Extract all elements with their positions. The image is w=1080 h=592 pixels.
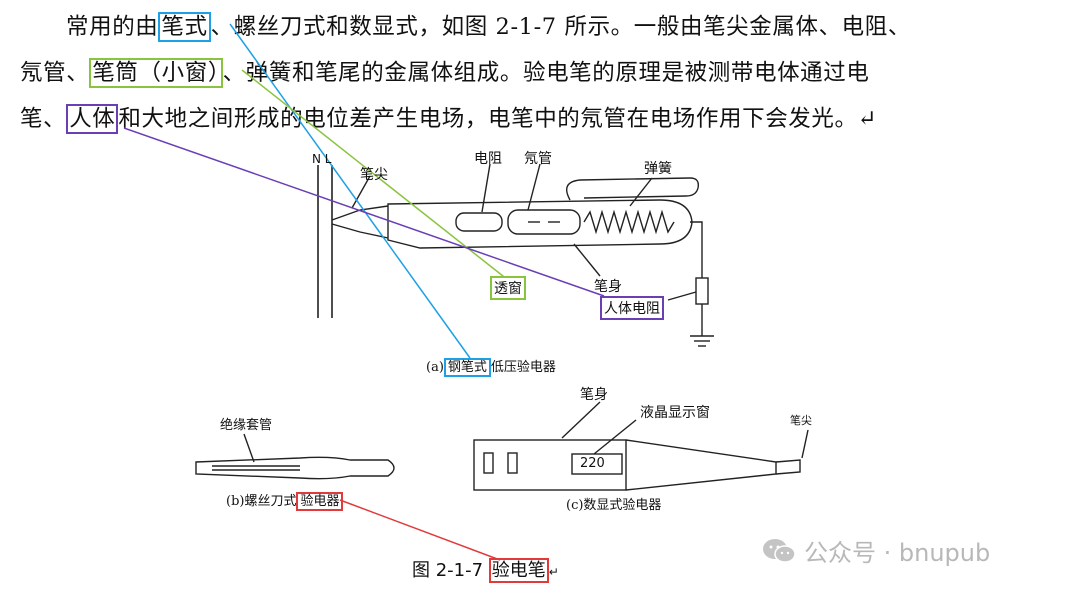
caption-figure-b: (b)螺丝刀式验电器 [226,490,344,511]
label-insulating-sleeve: 绝缘套管 [220,418,273,433]
lcd-value: 220 [580,456,605,471]
label-pen-tip: 笔尖 [360,167,388,183]
label-pen-body: 笔身 [594,279,622,295]
paragraph-line-1: 常用的由笔式、螺丝刀式和数显式，如图 2-1-7 所示。一般由笔尖金属体、电阻、 [66,12,911,42]
paragraph-line-2: 氖管、笔筒（小窗）、弹簧和笔尾的金属体组成。验电笔的原理是被测带电体通过电 [20,58,870,88]
label-neon-tube: 氖管 [524,151,552,167]
label-window: 透窗 [490,276,526,300]
caption-figure-a: (a)钢笔式低压验电器 [426,358,556,377]
label-spring: 弹簧 [644,161,672,177]
label-lcd-window: 液晶显示窗 [640,405,710,421]
label-body-resistance: 人体电阻 [600,296,664,320]
wechat-icon [763,538,796,563]
paragraph: 常用的由笔式、螺丝刀式和数显式，如图 2-1-7 所示。一般由笔尖金属体、电阻、… [20,4,1070,142]
digital-tester-diagram [473,401,809,491]
pen-tester-diagram [317,163,714,347]
caption-figure-c: (c)数显式验电器 [566,498,662,513]
label-resistor: 电阻 [474,151,502,167]
figure-caption: 图 2-1-7 验电笔↵ [412,558,559,583]
label-digital-tip: 笔尖 [790,414,812,427]
label-n-l: N L [312,152,332,166]
highlight-pen-type: 笔式 [158,12,211,42]
highlight-pen-barrel: 笔筒（小窗） [89,58,223,88]
label-digital-body: 笔身 [580,387,608,403]
screwdriver-tester-diagram [195,433,395,480]
paragraph-line-3: 笔、人体和大地之间形成的电位差产生电场，电笔中的氖管在电场作用下会发光。↵ [20,104,878,134]
highlight-human-body: 人体 [66,104,119,134]
watermark: 公众号 · bnupub [762,533,990,568]
watermark-text: 公众号 · bnupub [804,539,991,567]
